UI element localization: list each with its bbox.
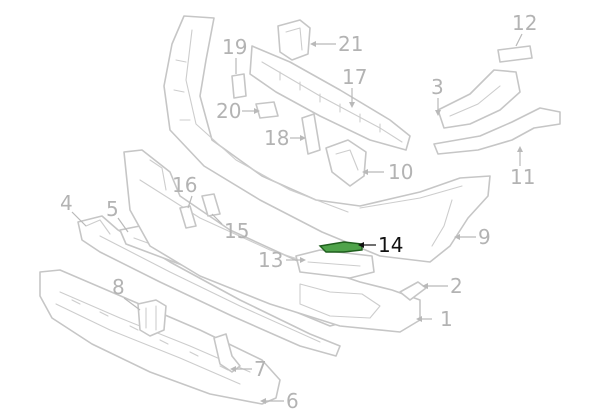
part-12-trim[interactable] xyxy=(497,45,533,63)
part-21-bracket[interactable] xyxy=(277,19,311,61)
part-14-highlighted-bracket[interactable] xyxy=(318,241,363,253)
callout-9[interactable]: 9 xyxy=(478,225,491,249)
part-8-bracket[interactable] xyxy=(137,299,167,337)
part-10-bracket[interactable] xyxy=(325,139,367,187)
callout-14[interactable]: 14 xyxy=(378,233,403,257)
callout-10[interactable]: 10 xyxy=(388,160,413,184)
part-15-clip[interactable] xyxy=(201,193,221,217)
callout-3[interactable]: 3 xyxy=(431,75,444,99)
callout-13[interactable]: 13 xyxy=(258,248,283,272)
callout-8[interactable]: 8 xyxy=(112,275,125,299)
part-19-clip[interactable] xyxy=(231,73,247,99)
callout-11[interactable]: 11 xyxy=(510,165,535,189)
part-9-bumper-cover[interactable] xyxy=(163,15,491,263)
part-3-side-bracket[interactable] xyxy=(437,69,521,129)
callout-15[interactable]: 15 xyxy=(224,219,249,243)
callout-7[interactable]: 7 xyxy=(254,357,267,381)
part-18-bracket[interactable] xyxy=(301,113,321,155)
callout-1[interactable]: 1 xyxy=(440,307,453,331)
callout-labels: 1 2 3 4 5 6 7 8 9 10 11 12 13 14 15 16 1… xyxy=(60,11,537,413)
callout-12[interactable]: 12 xyxy=(512,11,537,35)
part-7-clip[interactable] xyxy=(213,333,241,373)
callout-6[interactable]: 6 xyxy=(286,389,299,413)
callout-2[interactable]: 2 xyxy=(450,274,463,298)
callout-17[interactable]: 17 xyxy=(342,65,367,89)
leader-lines xyxy=(71,33,523,404)
callout-21[interactable]: 21 xyxy=(338,32,363,56)
part-13-grille-bracket[interactable] xyxy=(295,249,375,279)
part-16-clip[interactable] xyxy=(179,205,197,229)
callout-16[interactable]: 16 xyxy=(172,173,197,197)
callout-20[interactable]: 20 xyxy=(216,99,241,123)
part-11-trim-strip[interactable] xyxy=(433,107,561,155)
callout-5[interactable]: 5 xyxy=(106,197,119,221)
part-17-impact-beam[interactable] xyxy=(249,45,411,151)
callout-4[interactable]: 4 xyxy=(60,191,73,215)
callout-18[interactable]: 18 xyxy=(264,126,289,150)
callout-19[interactable]: 19 xyxy=(222,35,247,59)
part-20-clip[interactable] xyxy=(255,101,279,119)
